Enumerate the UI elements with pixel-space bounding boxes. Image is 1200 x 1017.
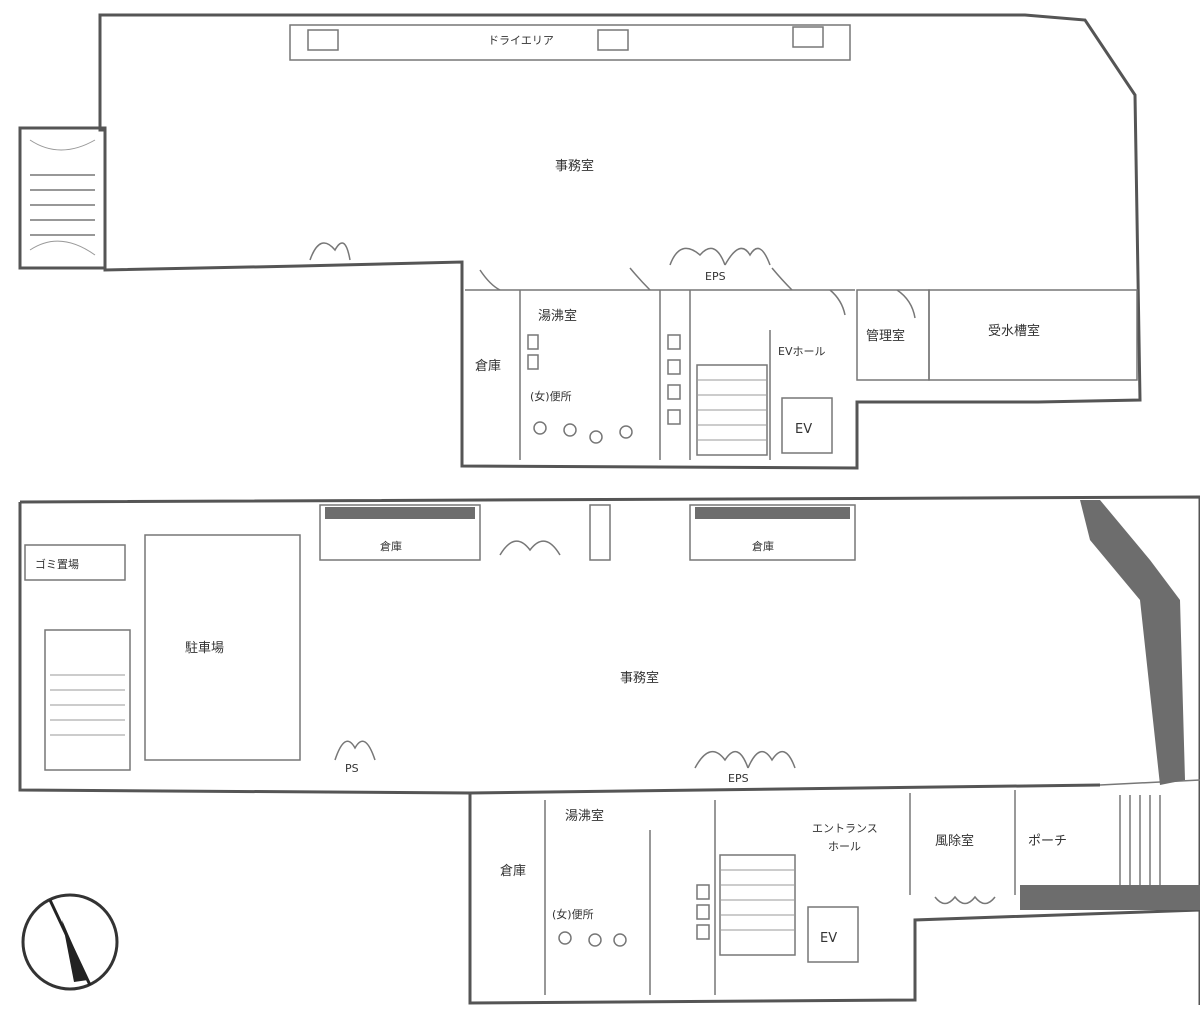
upper-core-stair xyxy=(696,364,768,456)
upper-water-room xyxy=(928,289,1138,381)
upper-door-2 xyxy=(669,247,726,266)
upper-ev-shaft xyxy=(781,397,833,454)
lower-ev-shaft xyxy=(807,906,859,963)
lower-left-stair-treads xyxy=(50,674,125,736)
lower-porch-planter xyxy=(1020,885,1200,910)
dry-area-grate-1 xyxy=(307,29,339,51)
lower-reception-label: 風除室 xyxy=(935,833,974,849)
lower-storage3-label: 倉庫 xyxy=(500,864,526,879)
lower-planter-2 xyxy=(695,507,850,519)
upper-floor-plan: ドライエリア 事務室 EPS 倉庫 湯沸室 (女)便所 EVホール 管理室 受水… xyxy=(18,13,1142,470)
lower-door-2 xyxy=(694,751,749,769)
lower-door-1 xyxy=(334,740,376,761)
north-arrow-icon xyxy=(21,893,119,991)
upper-door-1 xyxy=(309,242,351,261)
upper-eps-label: EPS xyxy=(705,270,726,283)
upper-dry-area-label: ドライエリア xyxy=(488,34,554,47)
lower-storage2-label: 倉庫 xyxy=(752,539,774,553)
upper-ev-hall-label: EVホール xyxy=(778,345,825,358)
upper-floor-outline xyxy=(98,13,1142,470)
upper-stair-annex-treads xyxy=(29,139,96,256)
upper-management-label: 管理室 xyxy=(866,328,905,344)
lower-restroom-label: (女)便所 xyxy=(552,907,594,921)
upper-door-3 xyxy=(724,247,771,266)
lower-ev-label: EV xyxy=(820,931,837,946)
lower-entrance-label-1: エントランス xyxy=(812,822,878,835)
upper-water-room-label: 受水槽室 xyxy=(988,323,1040,339)
lower-porch-steps xyxy=(1119,795,1161,885)
upper-restroom-label: (女)便所 xyxy=(530,389,572,403)
dry-area-grate-3 xyxy=(792,26,824,48)
lower-office-label: 事務室 xyxy=(620,670,659,686)
lower-storage-strip-2 xyxy=(689,504,856,561)
lower-parking xyxy=(144,534,301,761)
lower-left-stair xyxy=(44,629,131,771)
upper-dry-area xyxy=(289,24,851,61)
lower-floor-plan: ゴミ置場 駐車場 倉庫 倉庫 事務室 PS EPS xyxy=(18,495,1200,1005)
lower-ps-label: PS xyxy=(345,762,359,775)
lower-pantry-label: 湯沸室 xyxy=(565,808,604,824)
lower-toilet-fixtures xyxy=(558,884,710,947)
dry-area-grate-2 xyxy=(597,29,629,51)
upper-office-label: 事務室 xyxy=(555,158,594,174)
lower-floor-outline xyxy=(18,495,1200,1005)
lower-storage-label: 倉庫 xyxy=(380,539,402,553)
upper-ev-label: EV xyxy=(795,422,812,437)
upper-pantry-label: 湯沸室 xyxy=(538,308,577,324)
lower-porch-label: ポーチ xyxy=(1028,834,1067,849)
upper-toilet-fixtures xyxy=(527,334,681,444)
lower-parking-label: 駐車場 xyxy=(185,641,224,656)
upper-stair-annex xyxy=(18,126,107,270)
lower-right-planter xyxy=(1080,500,1185,785)
lower-planter-1 xyxy=(325,507,475,519)
lower-garbage-label: ゴミ置場 xyxy=(35,557,79,571)
upper-storage-label: 倉庫 xyxy=(475,359,501,374)
lower-eps-label: EPS xyxy=(728,772,749,785)
lower-core-stair xyxy=(719,854,796,956)
lower-door-3 xyxy=(747,751,796,769)
lower-entrance-label-2: ホール xyxy=(828,840,861,853)
lower-garbage-room xyxy=(24,544,126,581)
lower-storage-strip-1 xyxy=(319,504,481,561)
